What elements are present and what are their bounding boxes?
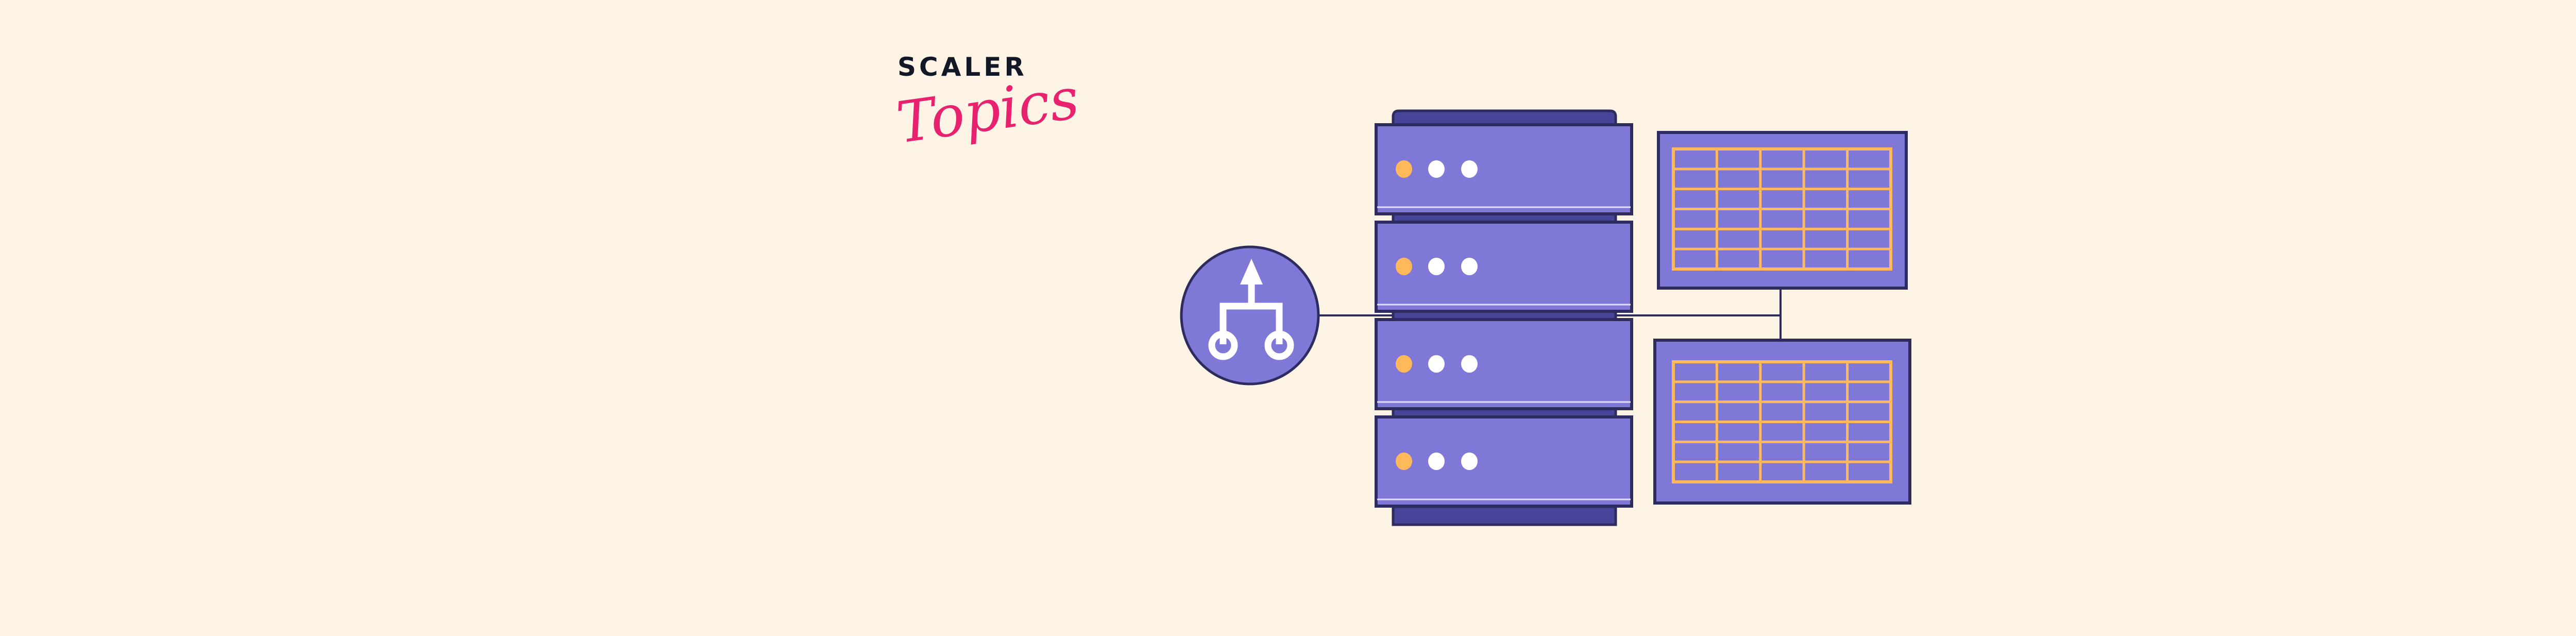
status-light-orange [1396, 355, 1412, 373]
server-rack [1375, 109, 1633, 526]
status-light-white [1428, 160, 1445, 178]
status-light-white [1428, 355, 1445, 373]
status-light-white [1461, 160, 1478, 178]
server-unit-body [1375, 415, 1633, 508]
status-light-white [1461, 258, 1478, 275]
server-unit [1375, 318, 1633, 410]
database-tables [1653, 131, 1911, 505]
status-light-white [1461, 453, 1478, 470]
status-light-white [1428, 258, 1445, 275]
logo: SCALER Topics [893, 52, 1083, 156]
server-unit [1375, 415, 1633, 508]
status-light-orange [1396, 453, 1412, 470]
server-unit [1375, 123, 1633, 215]
status-light-white [1461, 355, 1478, 373]
status-light-orange [1396, 160, 1412, 178]
status-light-orange [1396, 258, 1412, 275]
table-panel [1653, 339, 1911, 505]
server-unit-body [1375, 221, 1633, 313]
table-grid [1672, 147, 1892, 271]
server-unit-body [1375, 123, 1633, 215]
server-unit-body [1375, 318, 1633, 410]
hub-node [1180, 245, 1320, 386]
server-top-cap [1392, 109, 1617, 126]
table-panel [1657, 131, 1908, 290]
logo-scaler-text: SCALER [897, 52, 1027, 82]
status-light-white [1428, 453, 1445, 470]
table-grid [1672, 360, 1892, 483]
server-bottom-cap [1392, 505, 1617, 526]
branch-merge-icon [1208, 259, 1294, 360]
server-unit [1375, 221, 1633, 313]
